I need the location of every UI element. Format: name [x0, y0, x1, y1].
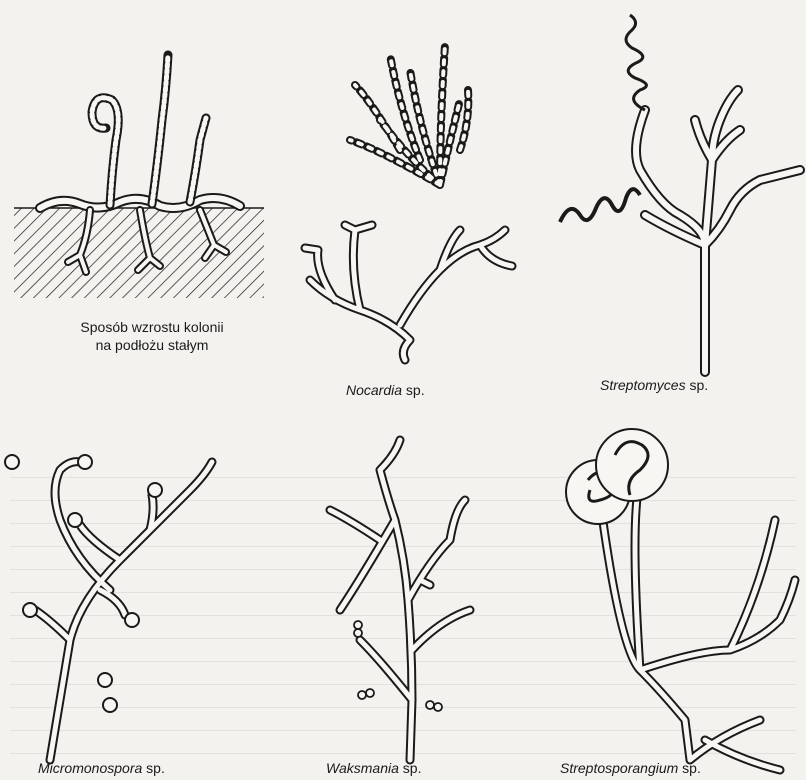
colony-growth-caption: Sposób wzrostu kolonii na podłożu stałym — [52, 318, 252, 354]
nocardia-drawing — [305, 45, 512, 360]
streptosporangium-caption: Streptosporangium sp. — [560, 759, 701, 777]
streptomyces-spore-spiral-top — [626, 15, 646, 110]
colony-growth-caption-line1: Sposób wzrostu kolonii — [52, 318, 252, 336]
streptomyces-drawing — [560, 15, 800, 372]
streptosporangium-suffix: sp. — [678, 760, 701, 776]
streptomyces-spore-coil — [560, 189, 640, 222]
nocardia-fragmented-cluster — [350, 45, 468, 185]
streptosporangium-genus: Streptosporangium — [560, 760, 678, 776]
streptomyces-genus: Streptomyces — [600, 377, 686, 393]
streptosporangium-mycelium — [600, 480, 795, 770]
colony-growth-drawing — [14, 55, 264, 298]
waksmania-mycelium — [330, 440, 470, 760]
nocardia-genus: Nocardia — [346, 382, 402, 398]
waksmania-caption: Waksmania sp. — [326, 759, 421, 777]
waksmania-genus: Waksmania — [326, 760, 399, 776]
nocardia-suffix: sp. — [402, 382, 425, 398]
nocardia-caption: Nocardia sp. — [346, 381, 425, 399]
micromonospora-drawing — [5, 455, 212, 760]
waksmania-drawing — [330, 440, 470, 760]
colony-growth-caption-line2: na podłożu stałym — [52, 336, 252, 354]
sporangium-2 — [596, 429, 668, 501]
streptomyces-caption: Streptomyces sp. — [600, 376, 708, 394]
micromonospora-caption: Micromonospora sp. — [38, 759, 165, 777]
micromonospora-genus: Micromonospora — [38, 760, 142, 776]
streptosporangium-drawing — [566, 429, 795, 770]
waksmania-suffix: sp. — [399, 760, 422, 776]
streptomyces-suffix: sp. — [686, 377, 709, 393]
micromonospora-spores — [5, 455, 162, 712]
micromonospora-suffix: sp. — [142, 760, 165, 776]
